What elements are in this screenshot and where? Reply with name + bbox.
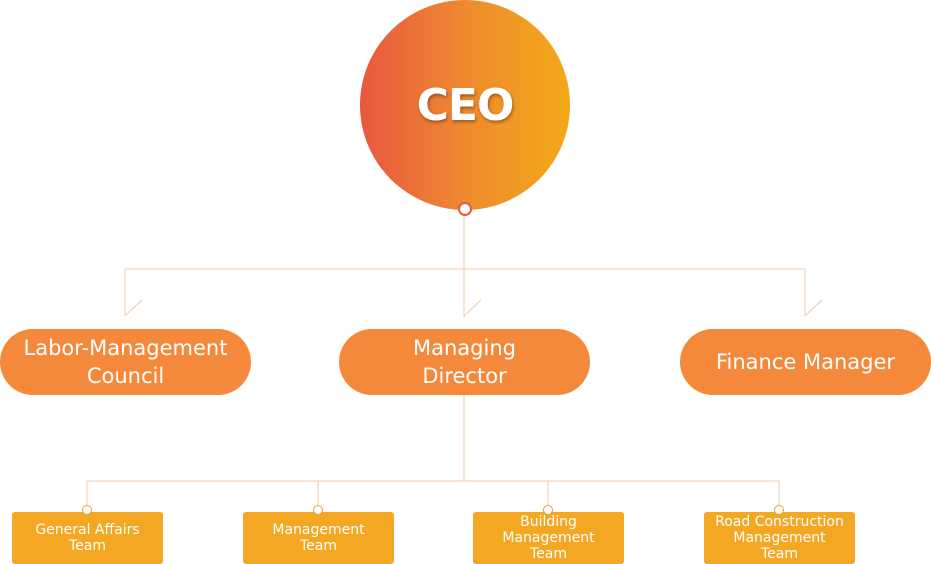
finance-manager-label: Finance Manager <box>715 350 896 374</box>
managing-director-node: Managing Director <box>339 329 590 395</box>
managing-director-label: Managing Director <box>413 336 516 388</box>
management-team-label: Management Team <box>272 522 365 554</box>
road-construction-management-team-node: Road Construction Management Team <box>704 512 855 564</box>
general-affairs-team-node: General Affairs Team <box>12 512 163 564</box>
building-management-team-node: Building Management Team <box>473 512 624 564</box>
labor-management-council-label: Labor-Management Council <box>23 336 228 388</box>
building-management-team-label: Building Management Team <box>502 514 595 562</box>
building-management-connector-dot <box>543 505 553 515</box>
labor-management-council-node: Labor-Management Council <box>0 329 251 395</box>
road-construction-connector-dot <box>774 505 784 515</box>
general-affairs-connector-dot <box>82 505 92 515</box>
management-team-node: Management Team <box>243 512 394 564</box>
ceo-label: CEO <box>416 79 515 131</box>
ceo-connector-dot <box>458 202 472 216</box>
road-construction-management-team-label: Road Construction Management Team <box>715 514 844 562</box>
management-connector-dot <box>313 505 323 515</box>
ceo-node: CEO <box>360 0 570 210</box>
finance-manager-node: Finance Manager <box>680 329 931 395</box>
general-affairs-team-label: General Affairs Team <box>35 522 140 554</box>
